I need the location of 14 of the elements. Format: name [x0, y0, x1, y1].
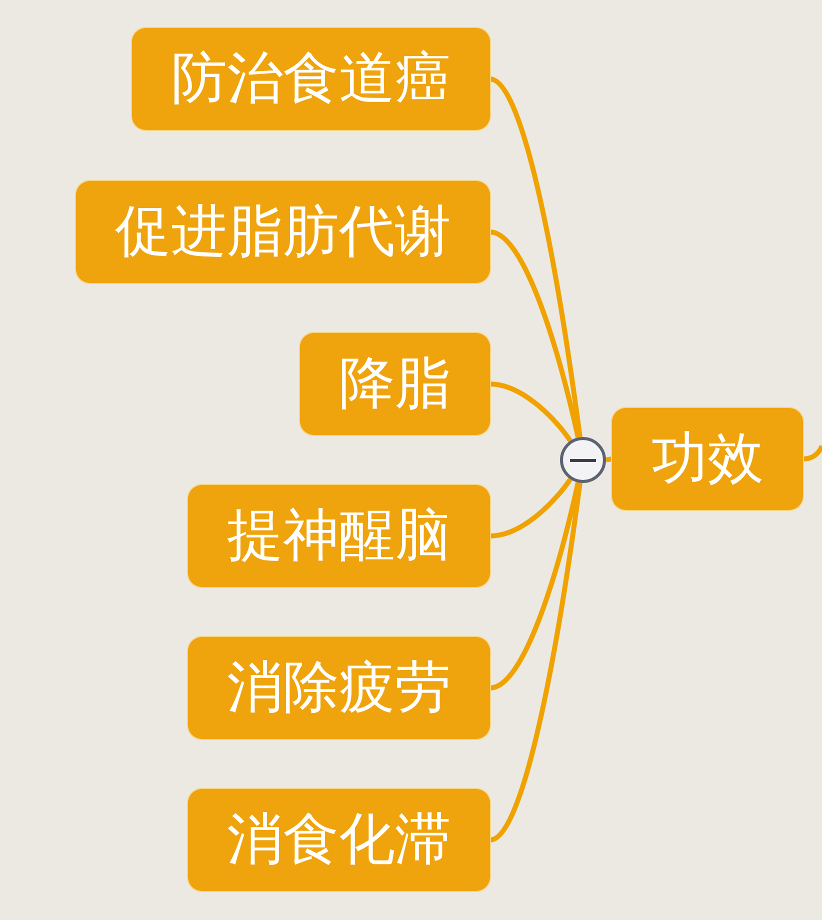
connector-line	[489, 230, 581, 438]
topic-box: 消食化滞	[188, 789, 490, 891]
connector-line	[802, 444, 822, 462]
topic-box: 功效	[612, 408, 803, 510]
connector-line	[488, 482, 582, 842]
topic-box: 消除疲劳	[188, 637, 490, 739]
topic-box: 降脂	[300, 333, 490, 435]
topic-box: 防治食道癌	[132, 28, 490, 130]
connector-line	[490, 478, 572, 538]
connector-line	[490, 382, 572, 442]
connector-line	[488, 76, 582, 438]
topic-box: 促进脂肪代谢	[76, 181, 490, 283]
topic-box: 提神醒脑	[188, 485, 490, 587]
collapse-icon	[560, 437, 606, 483]
